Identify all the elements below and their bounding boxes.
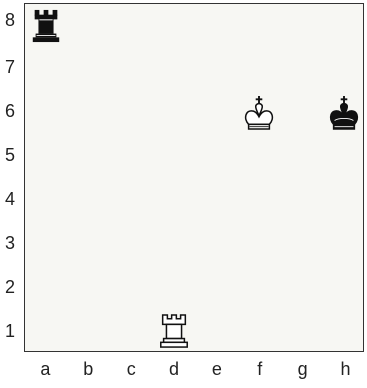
black-king-h6[interactable] <box>323 91 365 134</box>
white-rook-icon <box>160 313 188 348</box>
chess-board <box>24 3 364 352</box>
file-label-d: d <box>169 359 180 379</box>
rank-label-7: 7 <box>5 57 16 77</box>
black-rook-icon <box>32 9 60 42</box>
black-rook-a8[interactable] <box>25 4 67 47</box>
file-label-g: g <box>297 359 308 379</box>
rank-label-6: 6 <box>5 101 16 121</box>
rank-label-3: 3 <box>5 233 16 253</box>
rank-labels: 8 7 6 5 4 3 2 1 <box>0 0 24 365</box>
black-king-icon <box>329 95 359 130</box>
file-label-h: h <box>340 359 351 379</box>
file-labels: a b c d e f g h <box>24 353 367 381</box>
file-label-f: f <box>257 359 263 379</box>
file-label-a: a <box>40 359 51 379</box>
white-king-f6[interactable] <box>238 91 280 134</box>
white-king-icon <box>244 95 274 130</box>
rank-label-2: 2 <box>5 277 16 297</box>
white-rook-d1[interactable] <box>153 309 195 352</box>
file-label-e: e <box>211 359 222 379</box>
rank-label-4: 4 <box>5 189 16 209</box>
rank-label-8: 8 <box>5 10 16 30</box>
file-label-b: b <box>83 359 94 379</box>
rank-label-5: 5 <box>5 145 16 165</box>
rank-label-1: 1 <box>5 321 16 341</box>
file-label-c: c <box>126 359 136 379</box>
